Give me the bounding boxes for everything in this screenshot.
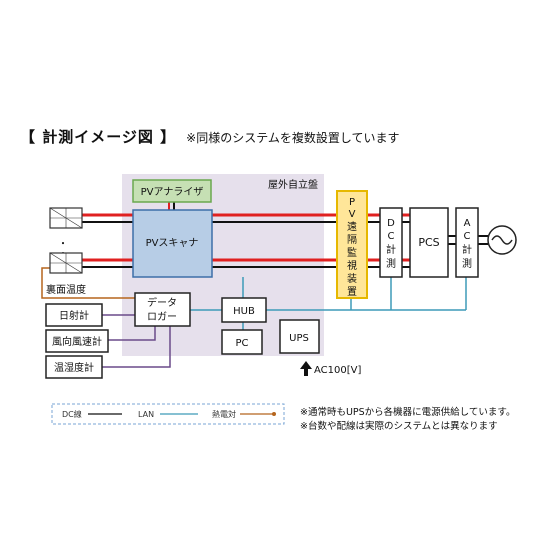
ac-grid-icon [487, 225, 517, 255]
legend-dc-label: DC線 [62, 409, 82, 419]
ups-label: UPS [289, 333, 309, 344]
up-arrow-icon [300, 361, 312, 376]
pv-scanner-box [132, 209, 213, 278]
svg-text:測: 測 [386, 257, 396, 270]
lan-lines [190, 277, 467, 330]
thermocouple-line [41, 267, 135, 299]
svg-text:装: 装 [347, 272, 357, 285]
wind-meter-label: 風向風速計 [52, 335, 102, 348]
pv-monitor-label: P V 遠 隔 監 視 装 置 [347, 197, 357, 298]
irradiance-meter-label: 日射計 [59, 309, 89, 322]
header: 【 計測イメージ図 】 ※同様のシステムを複数設置しています [20, 126, 400, 146]
svg-text:測: 測 [462, 257, 472, 270]
data-logger-box [134, 292, 191, 327]
sensor-lines [102, 314, 171, 368]
data-logger-label-1: データ [147, 296, 177, 309]
svg-text:計: 計 [386, 243, 396, 256]
svg-text:監: 監 [347, 246, 357, 259]
notes: ※通常時もUPSから各機器に電源供給しています。 ※台数や配線は実際のシステムと… [300, 406, 515, 434]
dc-meter-box [379, 207, 403, 278]
irradiance-meter-box [45, 303, 103, 327]
svg-text:計: 計 [462, 243, 472, 256]
svg-text:V: V [349, 209, 356, 220]
hub-box [221, 297, 267, 323]
temp-humidity-box [45, 355, 103, 379]
pv-module-top [49, 207, 83, 229]
svg-text:置: 置 [347, 286, 357, 298]
ac-meter-box [455, 207, 479, 278]
back-temp-label: 裏面温度 [46, 283, 86, 296]
pv-analyzer-label: PVアナライザ [141, 186, 204, 198]
svg-text:視: 視 [347, 259, 357, 272]
note-ups-power: ※通常時もUPSから各機器に電源供給しています。 [300, 407, 516, 418]
dc-meter-label: D C 計 測 [386, 218, 396, 270]
legend-lan-label: LAN [138, 410, 154, 419]
legend-thermocouple-dot [272, 412, 276, 416]
dc-wires [82, 202, 488, 268]
pc-box [221, 329, 263, 355]
hub-label: HUB [233, 306, 255, 317]
pcs-box [409, 207, 449, 278]
data-logger-label-2: ロガー [147, 311, 177, 323]
ac100-label: AC100[V] [314, 365, 361, 376]
svg-text:D: D [387, 218, 395, 229]
cabinet-label: 屋外自立盤 [268, 178, 318, 191]
svg-text:P: P [349, 197, 355, 208]
pv-module-bottom [49, 252, 83, 274]
legend-thermocouple-label: 熱電対 [212, 409, 236, 419]
temp-humidity-label: 温湿度計 [54, 361, 94, 374]
pcs-label: PCS [418, 236, 439, 249]
pc-label: PC [235, 338, 248, 349]
pv-scanner-label: PVスキャナ [146, 237, 199, 249]
wind-meter-box [45, 329, 109, 353]
svg-text:A: A [464, 218, 471, 229]
title-note: ※同様のシステムを複数設置しています [186, 131, 400, 145]
svg-text:C: C [388, 231, 395, 242]
diagram-title: 【 計測イメージ図 】 [20, 128, 177, 146]
pv-monitor-box [336, 190, 368, 299]
pv-analyzer-box [132, 179, 212, 203]
svg-text:C: C [464, 231, 471, 242]
note-disclaimer: ※台数や配線は実際のシステムとは異なります [300, 421, 498, 432]
ac-meter-label: A C 計 測 [462, 218, 472, 270]
svg-text:遠: 遠 [347, 220, 357, 233]
ups-box [279, 319, 320, 354]
svg-text:隔: 隔 [347, 234, 357, 246]
